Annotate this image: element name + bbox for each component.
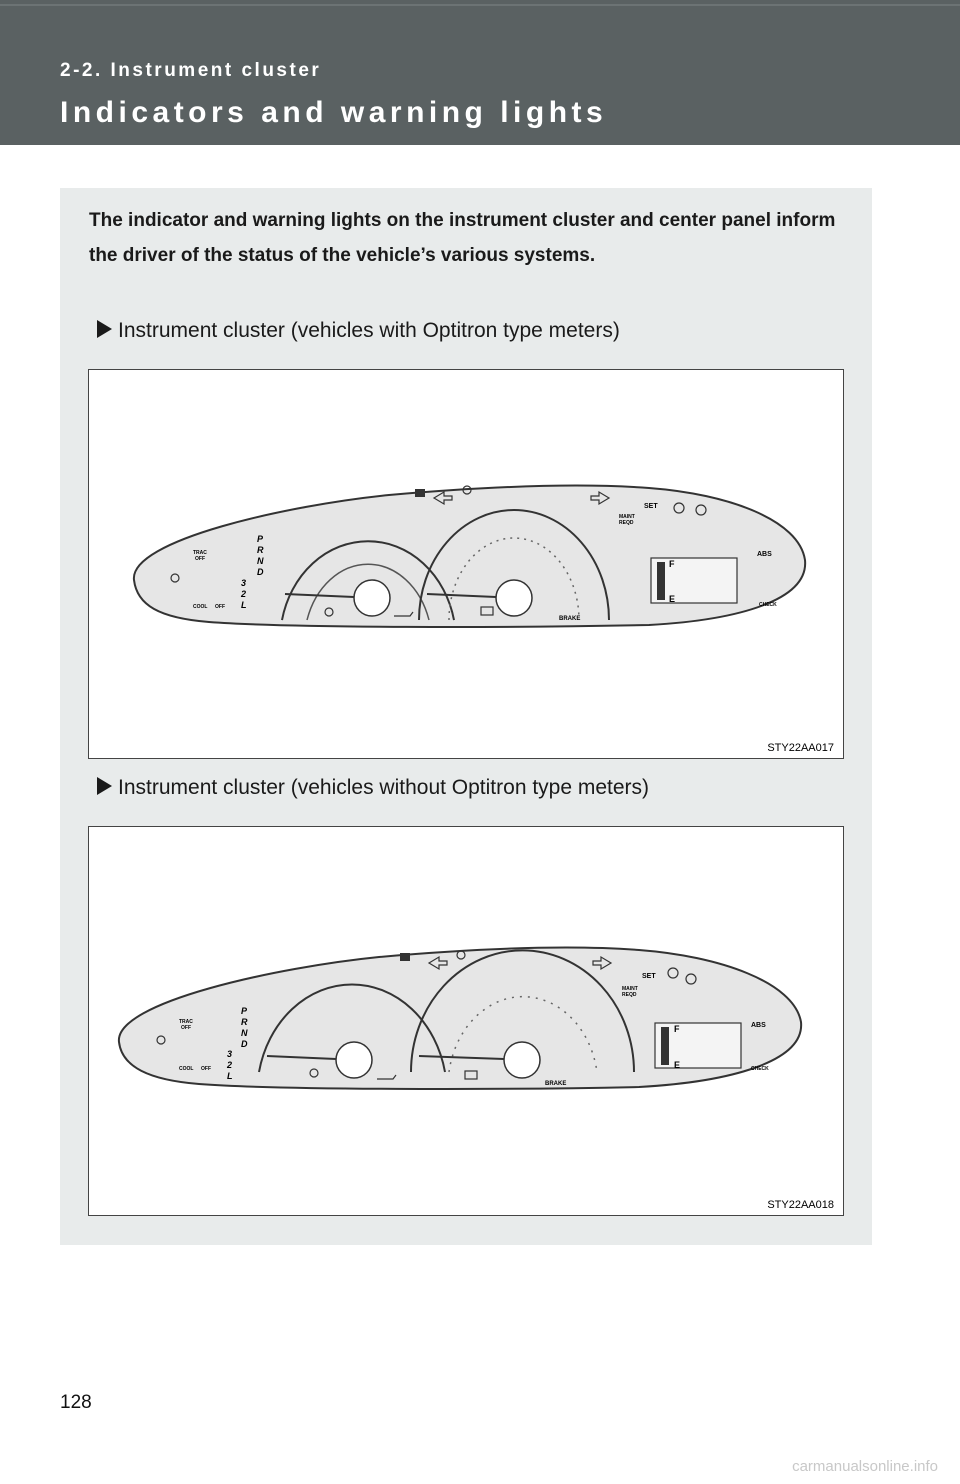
battery-icon (464, 1070, 478, 1080)
set-label: SET (644, 503, 658, 510)
section-label: 2-2. Instrument cluster (60, 60, 322, 81)
headlight-icon (400, 953, 410, 961)
light-indicator-icon (456, 950, 466, 960)
gear-n-label: N (241, 1028, 248, 1038)
fuel-empty-label: E (674, 1060, 680, 1070)
fuel-full-label: F (669, 559, 675, 569)
turn-left-icon (427, 955, 448, 971)
airbag-icon (324, 607, 334, 617)
gear-2-label: 2 (240, 589, 246, 599)
abs-label: ABS (757, 551, 772, 558)
gear-r-label: R (257, 545, 264, 555)
oil-pressure-icon (394, 611, 414, 617)
brake-label: BRAKE (545, 1081, 566, 1087)
off-label: OFF (201, 1066, 211, 1072)
brake-label: BRAKE (559, 616, 580, 622)
gear-3-label: 3 (227, 1049, 232, 1059)
intro-paragraph: The indicator and warning lights on the … (89, 210, 836, 266)
bullet-triangle-icon (97, 320, 112, 338)
chapter-header: 2-2. Instrument cluster Indicators and w… (0, 0, 960, 145)
off-label: OFF (215, 604, 225, 610)
headlight-icon (415, 489, 425, 497)
abs-label: ABS (751, 1022, 766, 1029)
page-number: 128 (60, 1392, 92, 1413)
reqd-label: REQD (622, 992, 637, 998)
speedometer-gauge (410, 949, 635, 1079)
header-rule (0, 4, 960, 6)
fuel-display (650, 557, 738, 604)
tachometer-gauge (281, 540, 455, 621)
bullet-triangle-icon (97, 777, 112, 795)
caption-text: Instrument cluster (vehicles with Optitr… (118, 319, 620, 342)
trac-off-label: OFF (181, 1025, 191, 1031)
maint-label: MAINT (619, 514, 635, 520)
check-label: CHECK (751, 1066, 769, 1072)
brake-warning-icon (695, 504, 707, 516)
fog-light-icon (170, 573, 180, 583)
figure-caption-non-optitron: Instrument cluster (vehicles without Opt… (97, 776, 649, 800)
figure-code: STY22AA017 (767, 742, 834, 754)
caption-text: Instrument cluster (vehicles without Opt… (118, 776, 650, 799)
fog-light-icon (156, 1035, 166, 1045)
watermark-text: carmanualsonline.info (792, 1458, 938, 1475)
gear-l-label: L (227, 1071, 233, 1081)
gear-p-label: P (257, 534, 264, 544)
set-label: SET (642, 973, 656, 980)
gear-d-label: D (241, 1039, 248, 1049)
fuel-empty-label: E (669, 594, 675, 604)
check-label: CHECK (759, 602, 777, 608)
light-indicator-icon (462, 485, 472, 495)
page-title: Indicators and warning lights (60, 96, 608, 129)
cool-label: COOL (179, 1066, 193, 1072)
gear-n-label: N (257, 556, 264, 566)
trac-off-label: OFF (195, 556, 205, 562)
turn-right-icon (590, 490, 611, 506)
speedometer-gauge (418, 509, 610, 621)
reqd-label: REQD (619, 520, 634, 526)
tachometer-gauge (258, 983, 446, 1079)
fuel-bar (661, 1027, 669, 1065)
gear-r-label: R (241, 1017, 248, 1027)
turn-right-icon (592, 955, 613, 971)
instrument-cluster-illustration: F E P R N D 3 2 L TRAC OFF COOL OFF SET … (117, 946, 834, 1211)
maint-label: MAINT (622, 986, 638, 992)
trac-label: TRAC (179, 1019, 193, 1025)
battery-icon (480, 606, 494, 616)
fuel-bar (657, 562, 665, 600)
airbag-icon (309, 1068, 319, 1078)
figure-caption-optitron: Instrument cluster (vehicles with Optitr… (97, 319, 620, 343)
figure-code: STY22AA018 (767, 1199, 834, 1211)
instrument-cluster-illustration: F E P R N D 3 2 L TRAC OFF COOL OFF SET … (132, 484, 834, 754)
fuel-display (654, 1022, 742, 1069)
cool-label: COOL (193, 604, 207, 610)
brake-warning-icon (685, 973, 697, 985)
turn-left-icon (432, 490, 453, 506)
fuel-full-label: F (674, 1024, 680, 1034)
oil-pressure-icon (377, 1074, 397, 1080)
gear-d-label: D (257, 567, 264, 577)
gear-3-label: 3 (241, 578, 246, 588)
tire-pressure-icon (673, 502, 685, 514)
trac-label: TRAC (193, 550, 207, 556)
gear-2-label: 2 (226, 1060, 232, 1070)
gear-l-label: L (241, 600, 247, 610)
gear-p-label: P (241, 1006, 248, 1016)
figure-optitron-cluster: F E P R N D 3 2 L TRAC OFF COOL OFF SET … (88, 369, 844, 759)
figure-non-optitron-cluster: F E P R N D 3 2 L TRAC OFF COOL OFF SET … (88, 826, 844, 1216)
tire-pressure-icon (667, 967, 679, 979)
